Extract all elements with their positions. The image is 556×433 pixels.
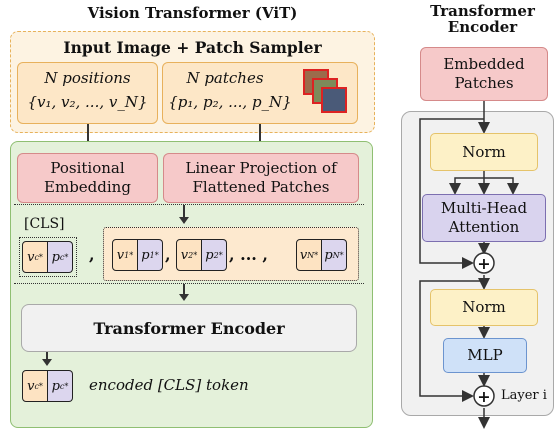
multi-head-attention-box: Multi-Head Attention: [422, 194, 546, 242]
embedded-patches-box: Embedded Patches: [420, 47, 548, 101]
cls-token-group: [19, 237, 77, 277]
norm-2-box: Norm: [430, 289, 538, 326]
norm-1-box: Norm: [430, 133, 538, 171]
positional-embedding-box: Positional Embedding: [17, 153, 158, 203]
positions-set: {v₁, v₂, ..., v_N}: [27, 92, 148, 111]
positions-box: [17, 62, 158, 124]
patches-count: N patches: [186, 68, 264, 87]
comma-2: ,: [165, 245, 171, 264]
cls-label: [CLS]: [24, 216, 65, 232]
image-patches-icon: [303, 69, 349, 115]
input-panel-title: Input Image + Patch Sampler: [63, 37, 322, 57]
comma-1: ,: [89, 245, 95, 264]
encoder-title: Transformer: [430, 2, 535, 20]
patches-set: {p₁, p₂, ..., p_N}: [168, 92, 292, 111]
mlp-box: MLP: [443, 338, 527, 373]
residual-add-1: +: [477, 253, 491, 273]
transformer-encoder-block: Transformer Encoder: [21, 304, 357, 352]
ellipsis: , ... ,: [229, 245, 268, 264]
encoder-subtitle: Encoder: [447, 18, 518, 36]
linear-projection-box: Linear Projection of Flattened Patches: [163, 153, 359, 203]
layer-label: Layer i: [501, 388, 547, 403]
vit-title: Vision Transformer (ViT): [87, 4, 298, 22]
positions-count: N positions: [44, 68, 131, 87]
residual-add-2: +: [477, 386, 491, 406]
encoded-cls-label: encoded [CLS] token: [89, 376, 249, 394]
